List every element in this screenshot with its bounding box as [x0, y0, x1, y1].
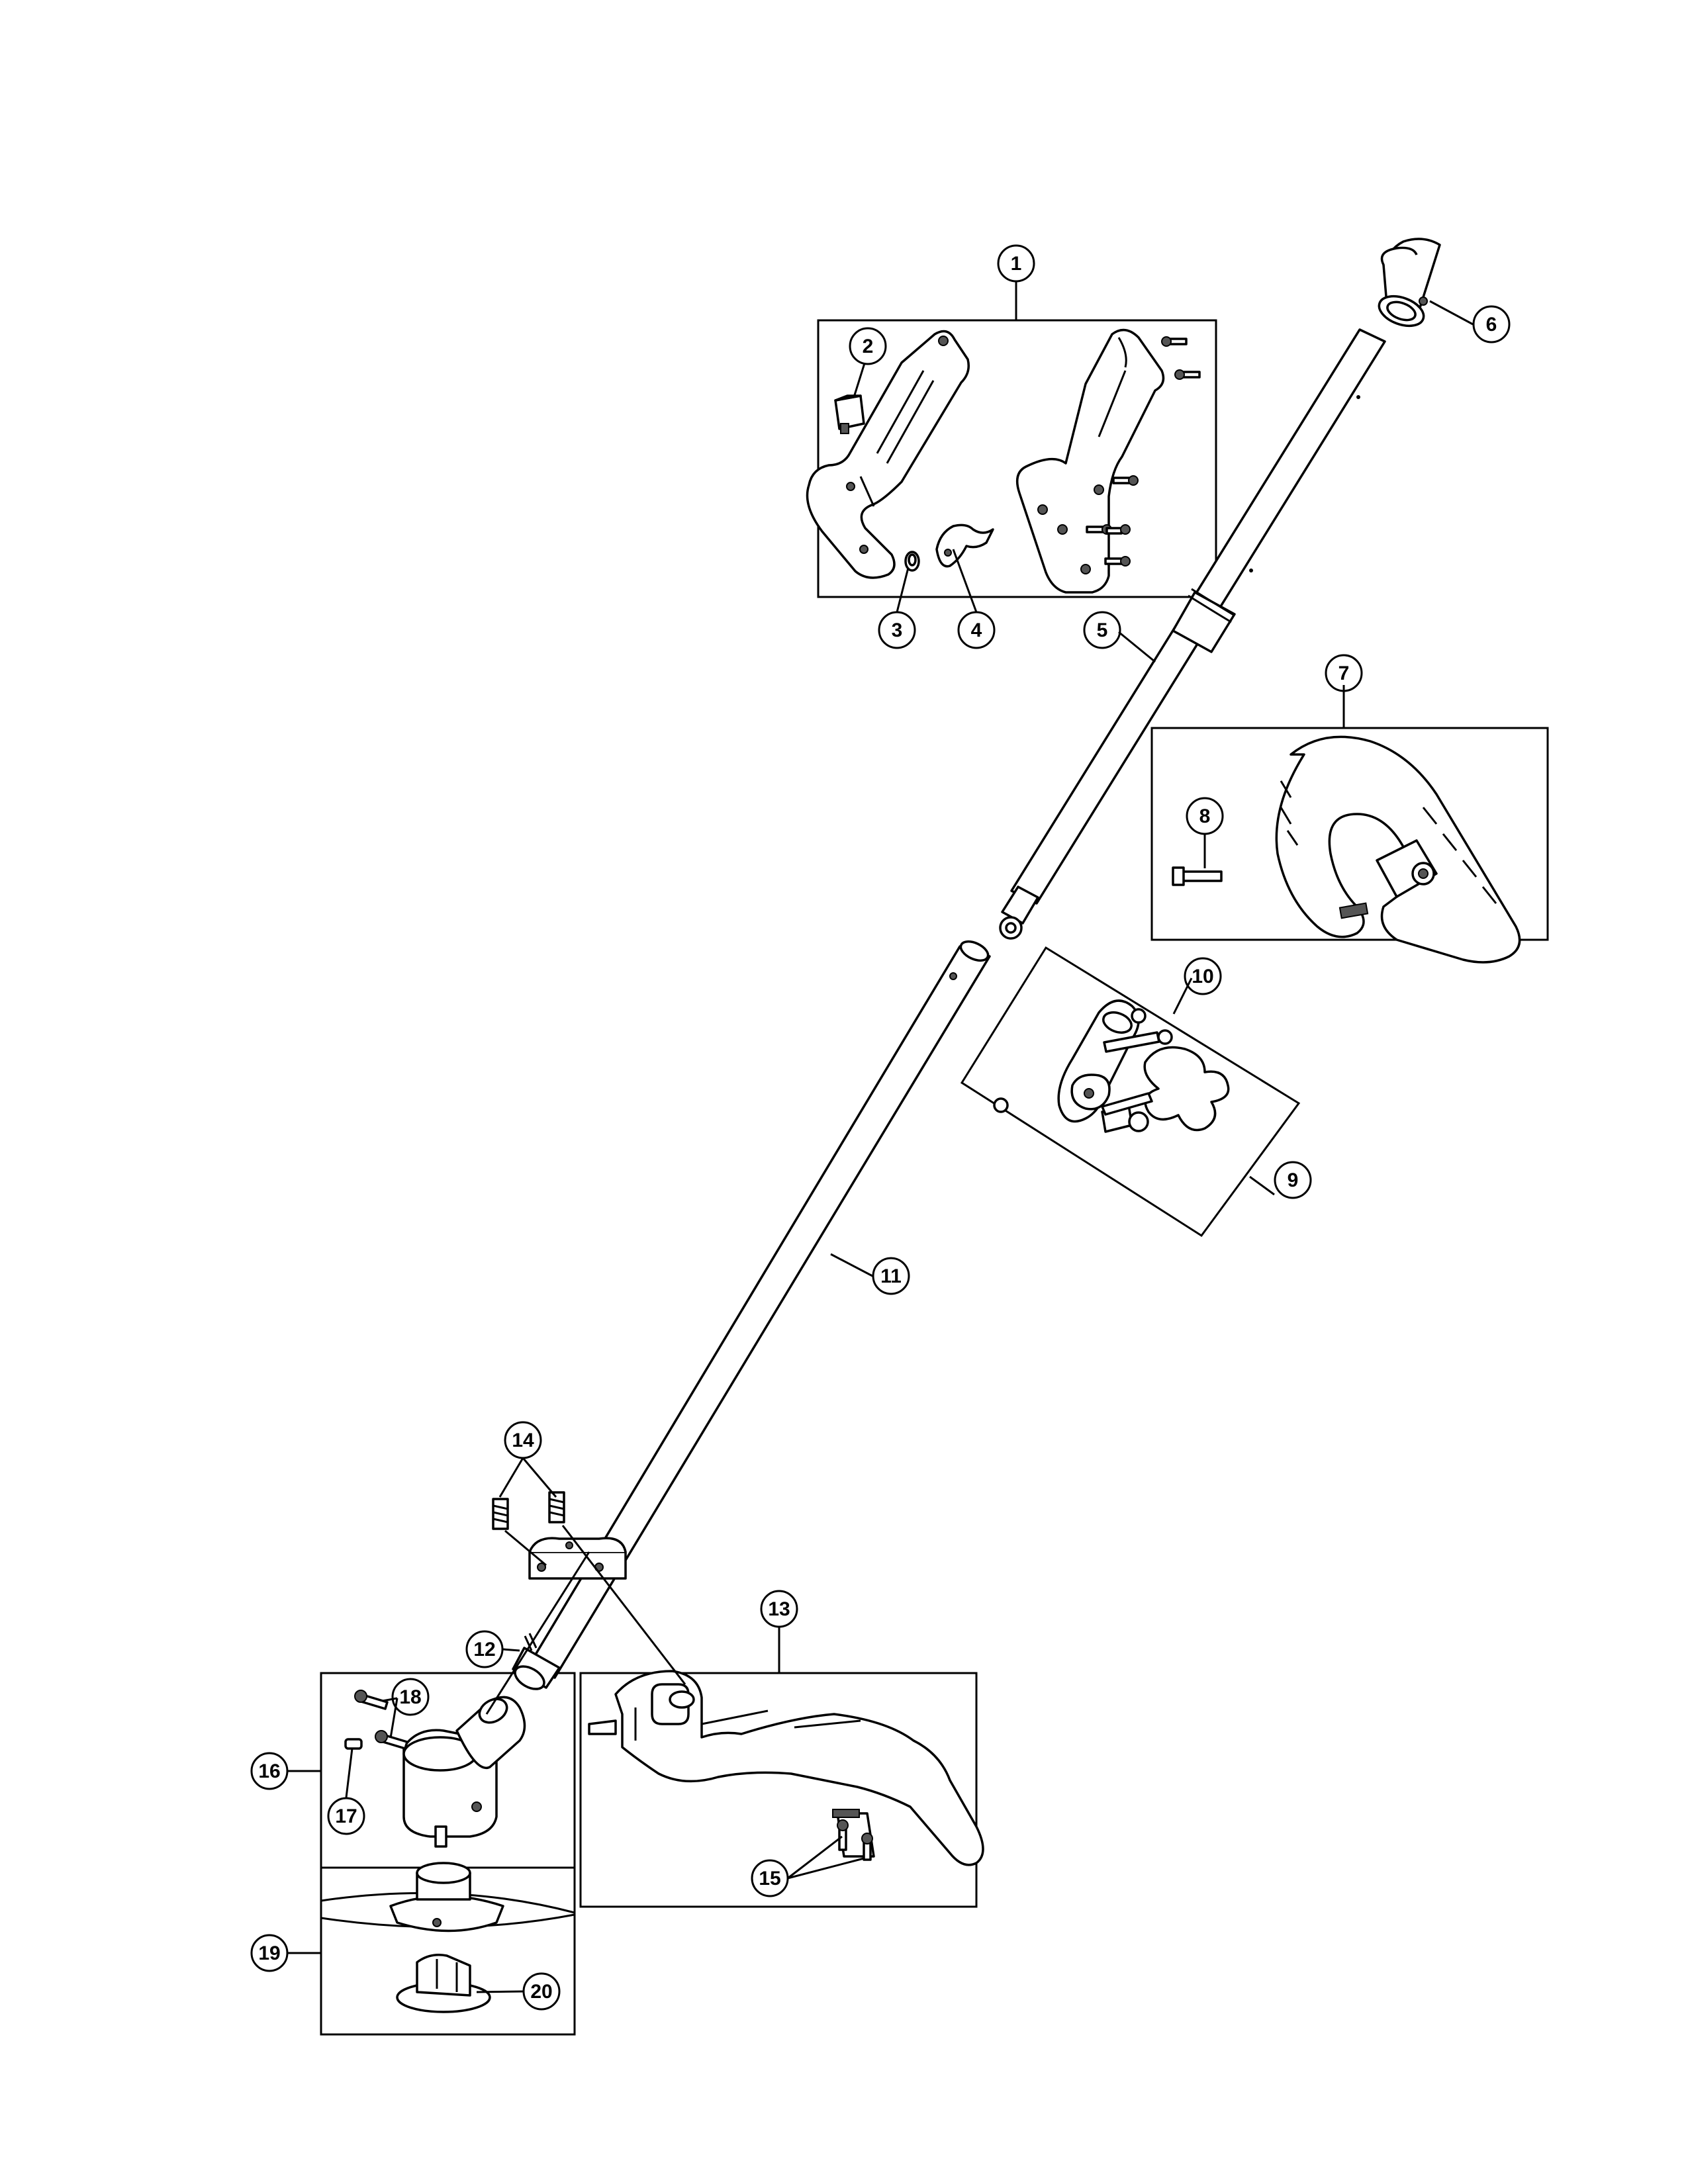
- svg-text:4: 4: [971, 619, 982, 641]
- spool-part: [396, 1954, 491, 2013]
- callout-8: 8: [1186, 797, 1224, 835]
- gearbox-part: [402, 1696, 526, 1848]
- callout-3: 3: [878, 611, 916, 649]
- callout-17: 17: [327, 1797, 365, 1835]
- trigger-part: [935, 523, 994, 568]
- clamp-screws: [993, 1008, 1173, 1113]
- front-handle-box: [1150, 727, 1549, 941]
- callout-11: 11: [872, 1257, 910, 1295]
- callout-4: 4: [957, 611, 996, 649]
- callout-16: 16: [250, 1752, 289, 1790]
- svg-text:7: 7: [1338, 662, 1350, 684]
- svg-text:5: 5: [1097, 619, 1108, 641]
- spring-part: [904, 551, 920, 572]
- svg-text:3: 3: [892, 619, 903, 641]
- svg-text:8: 8: [1199, 805, 1211, 827]
- svg-text:14: 14: [512, 1430, 534, 1451]
- callout-10: 10: [1184, 957, 1222, 995]
- upper-shaft: [999, 328, 1386, 940]
- svg-text:10: 10: [1192, 966, 1213, 987]
- callout-19: 19: [250, 1934, 289, 1972]
- callout-14: 14: [504, 1421, 542, 1459]
- svg-text:20: 20: [530, 1981, 552, 2003]
- callout-15: 15: [751, 1859, 789, 1897]
- callout-6: 6: [1472, 305, 1511, 343]
- callout-7: 7: [1325, 654, 1363, 692]
- bolt-part-8: [1172, 866, 1223, 886]
- callout-12: 12: [465, 1630, 504, 1668]
- clamp-part: [1057, 999, 1149, 1133]
- callout-13: 13: [760, 1590, 798, 1628]
- callout-5: 5: [1083, 611, 1121, 649]
- coupler-part: [1378, 238, 1441, 328]
- svg-text:16: 16: [258, 1760, 280, 1782]
- guard-screws: [837, 1819, 873, 1861]
- guard-part: [588, 1670, 984, 1866]
- svg-text:6: 6: [1486, 314, 1497, 336]
- callout-20: 20: [522, 1972, 561, 2011]
- bracket-screws: [492, 1491, 565, 1530]
- svg-text:11: 11: [880, 1265, 902, 1287]
- lower-shaft: [512, 940, 991, 1690]
- svg-text:9: 9: [1288, 1169, 1299, 1191]
- handle-screws: [1086, 336, 1201, 567]
- leader-lines: [288, 281, 1474, 1993]
- svg-text:12: 12: [473, 1639, 495, 1661]
- callout-9: 9: [1274, 1161, 1312, 1199]
- switch-part: [834, 394, 865, 434]
- svg-text:2: 2: [863, 336, 874, 357]
- clamp-assembly-box: [960, 946, 1301, 1238]
- handle-right-half: [1015, 328, 1165, 594]
- callout-18: 18: [391, 1678, 430, 1716]
- trimmer-head-part: [320, 1862, 575, 1933]
- knob-part: [1101, 1046, 1230, 1132]
- svg-text:17: 17: [335, 1805, 357, 1827]
- svg-text:19: 19: [258, 1942, 280, 1964]
- callout-2: 2: [849, 327, 887, 365]
- callouts: 1 2 3 4 5 6 7 8 9 10 11 12 13 14 15 16 1…: [250, 244, 1511, 2011]
- svg-text:18: 18: [399, 1686, 421, 1708]
- svg-text:15: 15: [759, 1868, 780, 1889]
- gearbox-screws: [344, 1690, 408, 1750]
- handle-left-half: [806, 330, 970, 579]
- front-handle-part: [1275, 735, 1521, 964]
- callout-1: 1: [997, 244, 1035, 283]
- svg-text:1: 1: [1011, 253, 1022, 275]
- svg-text:13: 13: [768, 1598, 790, 1620]
